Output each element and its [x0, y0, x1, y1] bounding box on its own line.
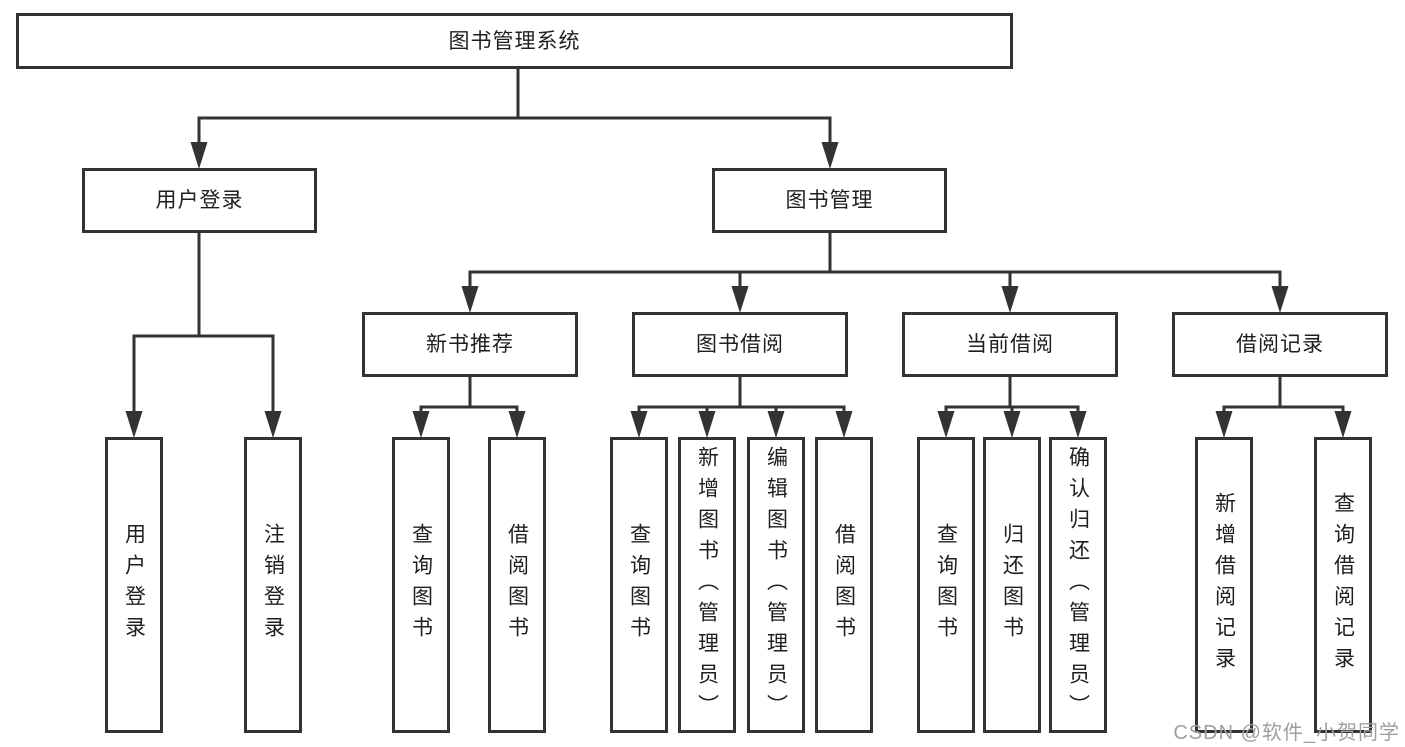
- leaf-add-books-admin-label: 新增图书（管理员）: [695, 445, 719, 725]
- arrowhead: [630, 411, 648, 438]
- leaf-search-books-newbook-label: 查询图书: [409, 523, 433, 647]
- arrowhead: [821, 142, 839, 169]
- arrowheads: [125, 142, 1352, 438]
- arrowhead: [1271, 286, 1289, 313]
- leaf-confirm-return-admin: 确认归还（管理员）: [1049, 437, 1107, 733]
- leaf-add-borrow-record-label: 新增借阅记录: [1212, 492, 1236, 678]
- node-current-borrowing-label: 当前借阅: [966, 333, 1054, 356]
- leaf-user-login: 用户登录: [105, 437, 163, 733]
- arrowhead: [461, 286, 479, 313]
- arrowhead: [1003, 411, 1021, 438]
- connector-records-span: [1222, 405, 1345, 413]
- node-root-label: 图书管理系统: [448, 29, 581, 53]
- leaf-borrow-books-borrow-label: 借阅图书: [832, 523, 856, 647]
- arrowhead: [835, 411, 853, 438]
- leaf-add-books-admin: 新增图书（管理员）: [678, 437, 736, 733]
- watermark: CSDN @软件_小贺同学: [1173, 722, 1400, 744]
- connector-root-span: [197, 116, 832, 144]
- arrowhead: [698, 411, 716, 438]
- leaf-edit-books-admin: 编辑图书（管理员）: [747, 437, 805, 733]
- arrowhead: [1069, 411, 1087, 438]
- leaf-search-books-newbook: 查询图书: [392, 437, 450, 733]
- arrowhead: [1215, 411, 1233, 438]
- arrowhead: [731, 286, 749, 313]
- node-user-login: 用户登录: [82, 168, 317, 233]
- connector-user-span: [132, 334, 275, 413]
- leaf-search-books-current-label: 查询图书: [934, 523, 958, 647]
- leaf-borrow-books-newbook-label: 借阅图书: [505, 523, 529, 647]
- node-borrowing-records: 借阅记录: [1172, 312, 1388, 377]
- node-new-book-recommendation: 新书推荐: [362, 312, 578, 377]
- node-user-login-label: 用户登录: [155, 189, 244, 212]
- arrowhead: [937, 411, 955, 438]
- leaf-search-borrow-record: 查询借阅记录: [1314, 437, 1372, 733]
- connector-borrow-span: [637, 405, 846, 413]
- node-current-borrowing: 当前借阅: [902, 312, 1118, 377]
- node-new-book-recommendation-label: 新书推荐: [426, 333, 514, 356]
- arrowhead: [125, 411, 143, 438]
- arrowhead: [190, 142, 208, 169]
- leaf-confirm-return-admin-label: 确认归还（管理员）: [1066, 445, 1090, 725]
- arrowhead: [508, 411, 526, 438]
- leaf-borrow-books-borrow: 借阅图书: [815, 437, 873, 733]
- leaf-search-books-borrow-label: 查询图书: [627, 523, 651, 647]
- leaf-search-books-borrow: 查询图书: [610, 437, 668, 733]
- arrowhead: [1334, 411, 1352, 438]
- leaf-borrow-books-newbook: 借阅图书: [488, 437, 546, 733]
- node-book-management-label: 图书管理: [785, 189, 874, 212]
- arrowhead: [264, 411, 282, 438]
- leaf-user-login-label: 用户登录: [122, 523, 146, 647]
- node-book-borrowing: 图书借阅: [632, 312, 848, 377]
- leaf-edit-books-admin-label: 编辑图书（管理员）: [764, 445, 788, 725]
- leaf-return-books: 归还图书: [983, 437, 1041, 733]
- arrowhead: [767, 411, 785, 438]
- leaf-search-books-current: 查询图书: [917, 437, 975, 733]
- leaf-search-borrow-record-label: 查询借阅记录: [1331, 492, 1355, 678]
- node-book-management: 图书管理: [712, 168, 947, 233]
- leaf-logout-label: 注销登录: [261, 523, 285, 647]
- connector-mgmt-span: [468, 270, 1282, 288]
- leaf-logout: 注销登录: [244, 437, 302, 733]
- arrowhead: [1001, 286, 1019, 313]
- node-borrowing-records-label: 借阅记录: [1236, 333, 1324, 356]
- connector-newbook-span: [419, 405, 519, 413]
- node-book-borrowing-label: 图书借阅: [696, 333, 784, 356]
- leaf-return-books-label: 归还图书: [1000, 523, 1024, 647]
- leaf-add-borrow-record: 新增借阅记录: [1195, 437, 1253, 733]
- node-root: 图书管理系统: [16, 13, 1013, 69]
- arrowhead: [412, 411, 430, 438]
